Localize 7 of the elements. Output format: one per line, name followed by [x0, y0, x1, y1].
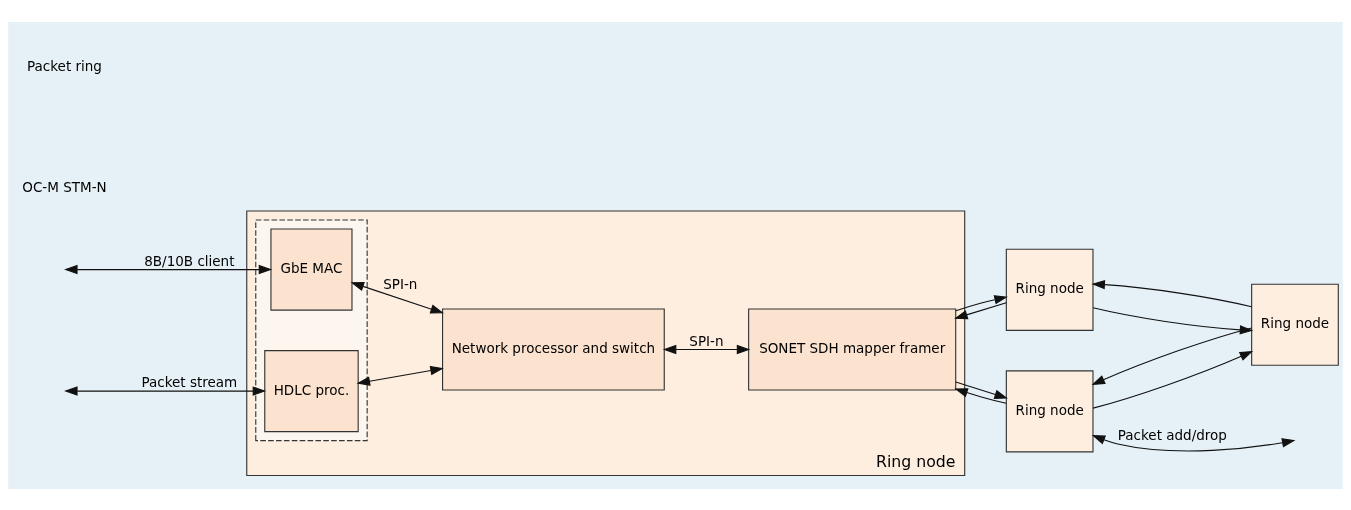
- edge-label: 8B/10B client: [144, 252, 235, 269]
- edge-label: SPI-n: [383, 275, 418, 292]
- edge-label: Packet add/drop: [1117, 426, 1227, 443]
- edge-label: SPI-n: [689, 332, 724, 349]
- edge-label: Packet stream: [141, 373, 238, 390]
- label: Packet ring: [27, 57, 102, 73]
- label: OC-M STM-N: [22, 178, 107, 195]
